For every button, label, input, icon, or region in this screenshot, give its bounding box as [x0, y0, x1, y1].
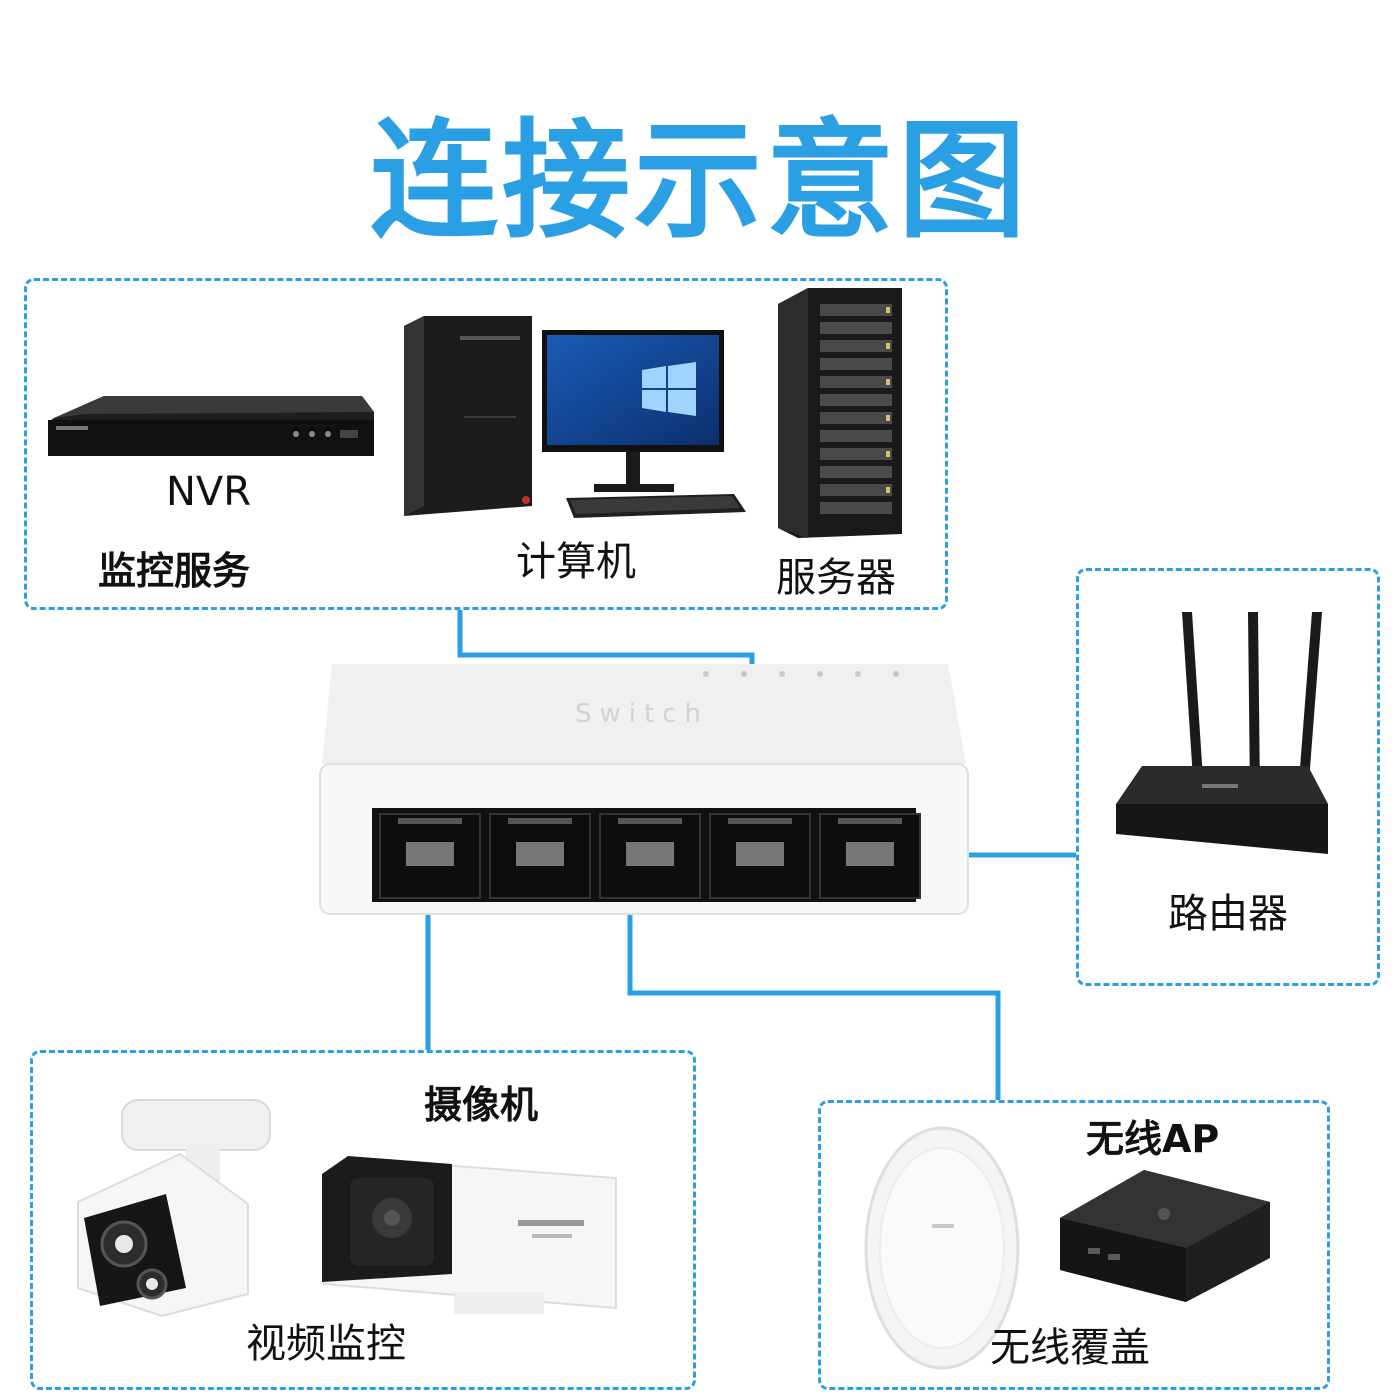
- page-title: 连接示意图: [369, 107, 1030, 256]
- wireless-coverage-label: 无线覆盖: [990, 1325, 1150, 1371]
- wireless-ap-group-label: 无线AP: [1086, 1117, 1220, 1161]
- router-label: 路由器: [1168, 891, 1288, 937]
- router-device-icon: [1116, 612, 1328, 854]
- camera-dome-device-icon: [77, 1099, 271, 1318]
- camera-group-label: 摄像机: [424, 1083, 539, 1127]
- computer-label: 计算机: [516, 539, 636, 585]
- nvr-label: NVR: [166, 469, 252, 515]
- ceiling-ap-device-icon: [864, 1126, 1020, 1370]
- server-device-icon: [778, 288, 902, 538]
- group-monitoring-service-box: [24, 278, 948, 610]
- wire-switch-to-ap: [627, 862, 1001, 1100]
- nvr-device-icon: [48, 396, 374, 456]
- group-router-box: [1076, 568, 1380, 986]
- switch-label: Switch: [575, 699, 709, 729]
- desktop-ap-device-icon: [1060, 1170, 1270, 1302]
- switch-device-icon: Switch: [319, 664, 969, 915]
- group-wireless-ap-box: [818, 1100, 1330, 1390]
- computer-device-icon: [404, 316, 746, 518]
- monitoring-service-group-label: 监控服务: [98, 549, 251, 593]
- server-label: 服务器: [776, 555, 896, 601]
- video-surveillance-label: 视频监控: [246, 1321, 406, 1367]
- group-camera-box: [30, 1050, 696, 1390]
- camera-bullet-device-icon: [322, 1156, 617, 1314]
